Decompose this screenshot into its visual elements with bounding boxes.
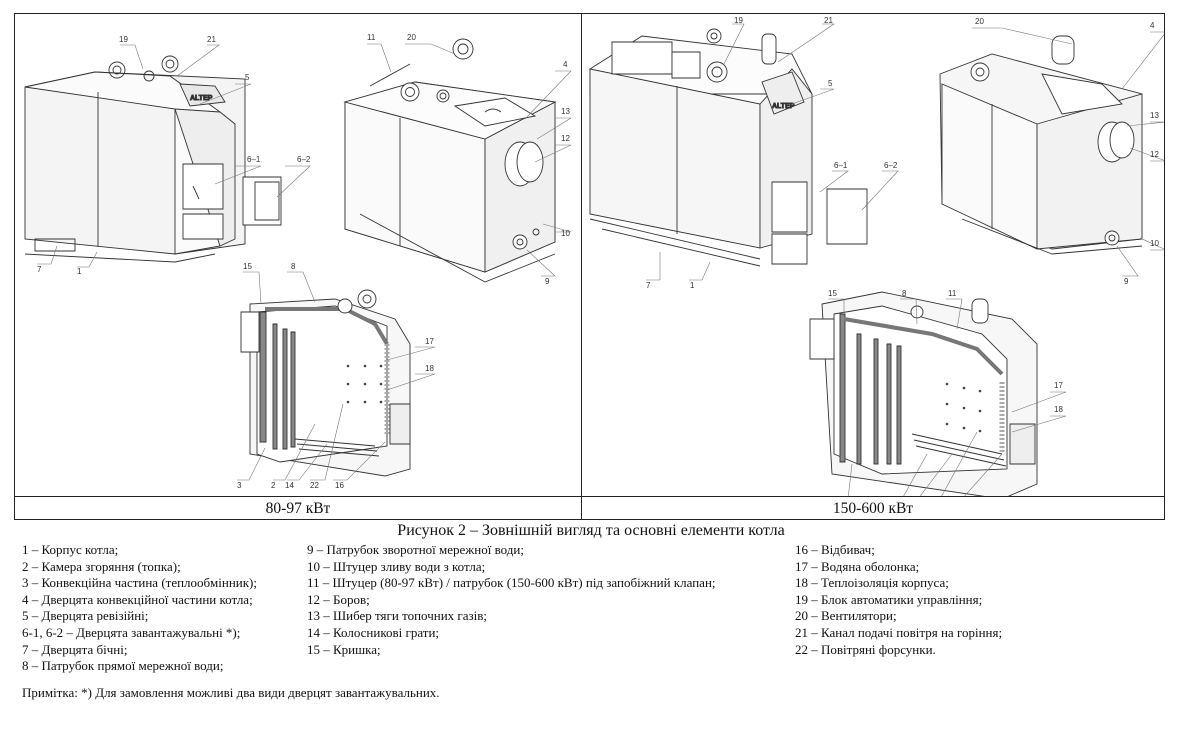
legend-item: 3 – Конвекційна частина (теплообмінник); xyxy=(22,575,258,591)
legend-item: 7 – Дверцята бічні; xyxy=(22,641,128,657)
boiler-front-view-150: ALTEP xyxy=(590,29,867,266)
callout-3: 3 xyxy=(237,481,242,490)
callout-15: 15 xyxy=(828,289,837,298)
boiler-rear-view-80 xyxy=(345,39,555,282)
callout-21: 21 xyxy=(207,35,216,44)
callout-5: 5 xyxy=(245,73,250,82)
callout-16: 16 xyxy=(335,481,344,490)
callout-19: 19 xyxy=(734,16,743,25)
callout-11: 11 xyxy=(948,289,957,298)
legend-item: 12 – Боров; xyxy=(307,591,370,607)
figure-caption: Рисунок 2 – Зовнішній вигляд та основні … xyxy=(397,522,785,539)
legend-item: 21 – Канал подачі повітря на горіння; xyxy=(795,624,1003,640)
callout-20: 20 xyxy=(975,17,984,26)
callout-7: 7 xyxy=(646,281,651,290)
callout-15: 15 xyxy=(243,262,252,271)
legend-item: 5 – Дверцята ревізійні; xyxy=(22,608,149,624)
legend-item: 8 – Патрубок прямої мережної води; xyxy=(22,658,224,674)
legend-column-3: 16 – Відбивач; 17 – Водяна оболонка; 18 … xyxy=(795,542,1002,658)
callout-1: 1 xyxy=(690,281,695,290)
callout-22: 22 xyxy=(310,481,319,490)
legend-item: 10 – Штуцер зливу води з котла; xyxy=(307,558,486,574)
boiler-section-view-80 xyxy=(241,290,410,476)
legend-item: 14 – Колосникові грати; xyxy=(307,624,440,640)
callout-9: 9 xyxy=(545,277,550,286)
figure-table: ALTEP xyxy=(14,13,1165,520)
callout-13: 13 xyxy=(561,107,570,116)
callout-4: 4 xyxy=(563,60,568,69)
legend-item: 1 – Корпус котла; xyxy=(22,542,119,557)
callout-7: 7 xyxy=(37,265,42,274)
callout-5: 5 xyxy=(828,79,833,88)
legend-item: 22 – Повітряні форсунки. xyxy=(795,641,936,657)
panel-80-97: ALTEP xyxy=(15,14,582,496)
svg-text:ALTEP: ALTEP xyxy=(772,103,795,110)
panel-label-row: 80-97 кВт 150-600 кВт xyxy=(15,496,1164,520)
callout-6-2: 6–2 xyxy=(884,161,898,170)
boiler-150-600-drawings: ALTEP xyxy=(582,16,1164,496)
footnote: Примітка: *) Для замовлення можливі два … xyxy=(22,685,440,700)
svg-text:ALTEP: ALTEP xyxy=(190,95,213,102)
callout-21: 21 xyxy=(824,16,833,25)
callout-11: 11 xyxy=(367,33,376,42)
callout-17: 17 xyxy=(425,337,434,346)
legend-item: 9 – Патрубок зворотної мережної води; xyxy=(307,542,524,557)
callout-18: 18 xyxy=(1054,405,1063,414)
callout-10: 10 xyxy=(561,229,570,238)
callout-14: 14 xyxy=(285,481,294,490)
callout-12: 12 xyxy=(561,134,570,143)
panel-label-80-97: 80-97 кВт xyxy=(15,497,582,520)
callout-8: 8 xyxy=(291,262,296,271)
boiler-rear-view-150 xyxy=(940,36,1142,254)
legend-item: 11 – Штуцер (80-97 кВт) / патрубок (150-… xyxy=(307,575,716,591)
callout-10: 10 xyxy=(1150,239,1159,248)
legend-item: 4 – Дверцята конвекційної частини котла; xyxy=(22,591,253,607)
callout-20: 20 xyxy=(407,33,416,42)
callout-6-2: 6–2 xyxy=(297,155,311,164)
callout-13: 13 xyxy=(1150,111,1159,120)
callout-4: 4 xyxy=(1150,21,1155,30)
callout-6-1: 6–1 xyxy=(247,155,261,164)
legend-column-1: 1 – Корпус котла; 2 – Камера згоряння (т… xyxy=(22,542,257,675)
callout-1: 1 xyxy=(77,267,82,276)
legend-item: 2 – Камера згоряння (топка); xyxy=(22,558,181,574)
panel-label-150-600: 150-600 кВт xyxy=(832,500,914,517)
callout-6-1: 6–1 xyxy=(834,161,848,170)
boiler-80-97-drawings: ALTEP xyxy=(15,33,581,490)
legend-item: 18 – Теплоізоляція корпуса; xyxy=(795,575,949,591)
legend-item: 15 – Кришка; xyxy=(307,641,381,657)
boiler-section-view-150 xyxy=(810,292,1037,496)
legend-column-2: 9 – Патрубок зворотної мережної води; 10… xyxy=(307,542,716,658)
callout-8: 8 xyxy=(902,289,907,298)
panel-150-600: ALTEP xyxy=(582,14,1164,496)
legend-item: 13 – Шибер тяги топочних газів; xyxy=(307,608,487,624)
callout-2: 2 xyxy=(271,481,276,490)
boiler-front-view-80: ALTEP xyxy=(25,56,281,262)
legend-item: 19 – Блок автоматики управління; xyxy=(795,591,983,607)
callout-19: 19 xyxy=(119,35,128,44)
callout-12: 12 xyxy=(1150,150,1159,159)
callout-18: 18 xyxy=(425,364,434,373)
legend-item: 6-1, 6-2 – Дверцята завантажувальні *); xyxy=(22,624,241,640)
callout-17: 17 xyxy=(1054,381,1063,390)
legend-item: 16 – Відбивач; xyxy=(795,542,875,557)
legend-item: 17 – Водяна оболонка; xyxy=(795,558,920,574)
legend-item: 20 – Вентилятори; xyxy=(795,608,897,624)
callout-9: 9 xyxy=(1124,277,1129,286)
